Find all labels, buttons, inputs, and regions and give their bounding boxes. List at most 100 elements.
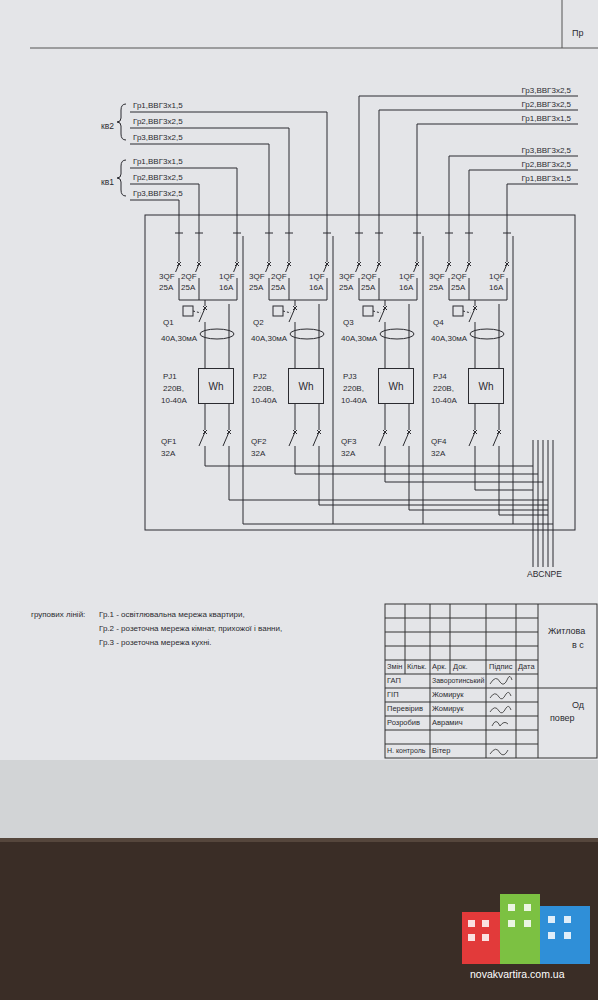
wire [377,262,381,266]
wire [379,233,380,262]
wire [130,128,289,129]
schematic-label: 220В, [252,384,275,393]
wire [359,233,360,262]
wire [287,262,291,266]
schematic-label: 40A,30мА [430,334,468,343]
wire [447,262,451,266]
wire [449,156,578,157]
wire [469,170,578,171]
schematic-label: 3QF [338,272,356,281]
wire [177,262,181,266]
wire [319,446,320,505]
title-block-cell: Н. контроль [387,747,425,755]
schematic-label: Гр3,ВВГ3х2,5 [132,189,184,198]
wire [473,430,477,434]
schematic-label: Q3 [342,318,355,327]
wire [379,110,380,233]
wire [533,440,534,567]
schematic-label: Гр3,ВВГ3х2,5 [520,86,572,95]
rcd-trip-coil [273,306,283,316]
meter-label: Wh [389,381,404,392]
wire [227,430,231,434]
wire [325,262,329,266]
wire [415,262,419,266]
wire [235,262,239,266]
wire [383,306,387,310]
schematic-label: 220В, [162,384,185,393]
schematic-label: QF2 [250,437,268,446]
schematic-label: 10-40А [160,396,188,405]
wire [505,262,509,266]
schematic-label: Гр1,ВВГ3х1,5 [132,157,184,166]
wire [449,300,507,301]
wire [179,233,180,262]
schematic-label: 2QF [270,272,288,281]
wire [193,311,201,313]
wire [229,404,230,430]
energy-meter: Wh [468,368,504,404]
schematic-label: 16A [398,283,414,292]
title-block-cell: ГАП [387,677,401,686]
wire [235,262,239,266]
wire [327,112,328,233]
title-block-cell: повер [550,713,575,723]
wire [543,440,544,567]
schematic-label: 40A,30мА [340,334,378,343]
schematic-label: 1QF [488,272,506,281]
wire [327,233,328,262]
wire [499,446,500,515]
wire [383,306,387,310]
wire [475,300,476,306]
schematic-label: 40A,30мА [250,334,288,343]
title-block-cell: Заворотинський [432,677,484,685]
wire [283,311,291,313]
wire [317,430,321,434]
title-block-cell: Вітер [432,747,450,756]
schematic-label: Гр3,ВВГ3х2,5 [132,133,184,142]
wire [449,233,450,262]
rcd-trip-coil [363,306,373,316]
wire [409,446,410,510]
schematic-label: 220В, [342,384,365,393]
schematic-label: ABCNPE [526,570,563,580]
title-block-cell: Аврамич [432,719,463,728]
wire [415,262,419,266]
wire [130,200,179,201]
title-block-cell: Кільк. [407,663,427,672]
wire [359,96,578,97]
current-transformer [200,329,234,339]
schematic-label: 1QF [218,272,236,281]
wire [407,430,411,434]
wire [197,262,201,266]
wire [319,304,320,368]
wire [227,430,231,434]
wire [229,446,230,500]
schematic-label: 25A [450,283,466,292]
wire [403,432,409,446]
rcd-trip-coil [453,306,463,316]
wire [269,144,270,233]
schematic-label: 10-40А [250,396,278,405]
title-block-cell: Житлова [548,626,585,636]
wire [475,446,476,490]
schematic-label: 25A [428,283,444,292]
schematic-label: 1QF [308,272,326,281]
schematic-label: 10-40А [430,396,458,405]
wire [383,430,387,434]
wire [130,168,237,169]
title-block-cell: Перевірив [387,705,423,714]
title-block-cell: Жомирук [432,705,463,714]
schematic-label: 1QF [398,272,416,281]
schematic-label: Гр.3 - розеточна мережа кухні. [98,638,213,647]
schematic-label: групових ліній: [30,610,86,619]
wire [473,306,477,310]
wire [199,184,200,233]
title-block-cell: Док. [453,663,468,672]
wire [385,300,386,306]
schematic-label: 32A [250,449,266,458]
wire [469,432,475,446]
wire [319,404,320,430]
schematic-label: Гр3,ВВГ3х2,5 [520,146,572,155]
schematic-label: Гр2,ВВГ3х2,5 [132,117,184,126]
wire [237,278,238,300]
